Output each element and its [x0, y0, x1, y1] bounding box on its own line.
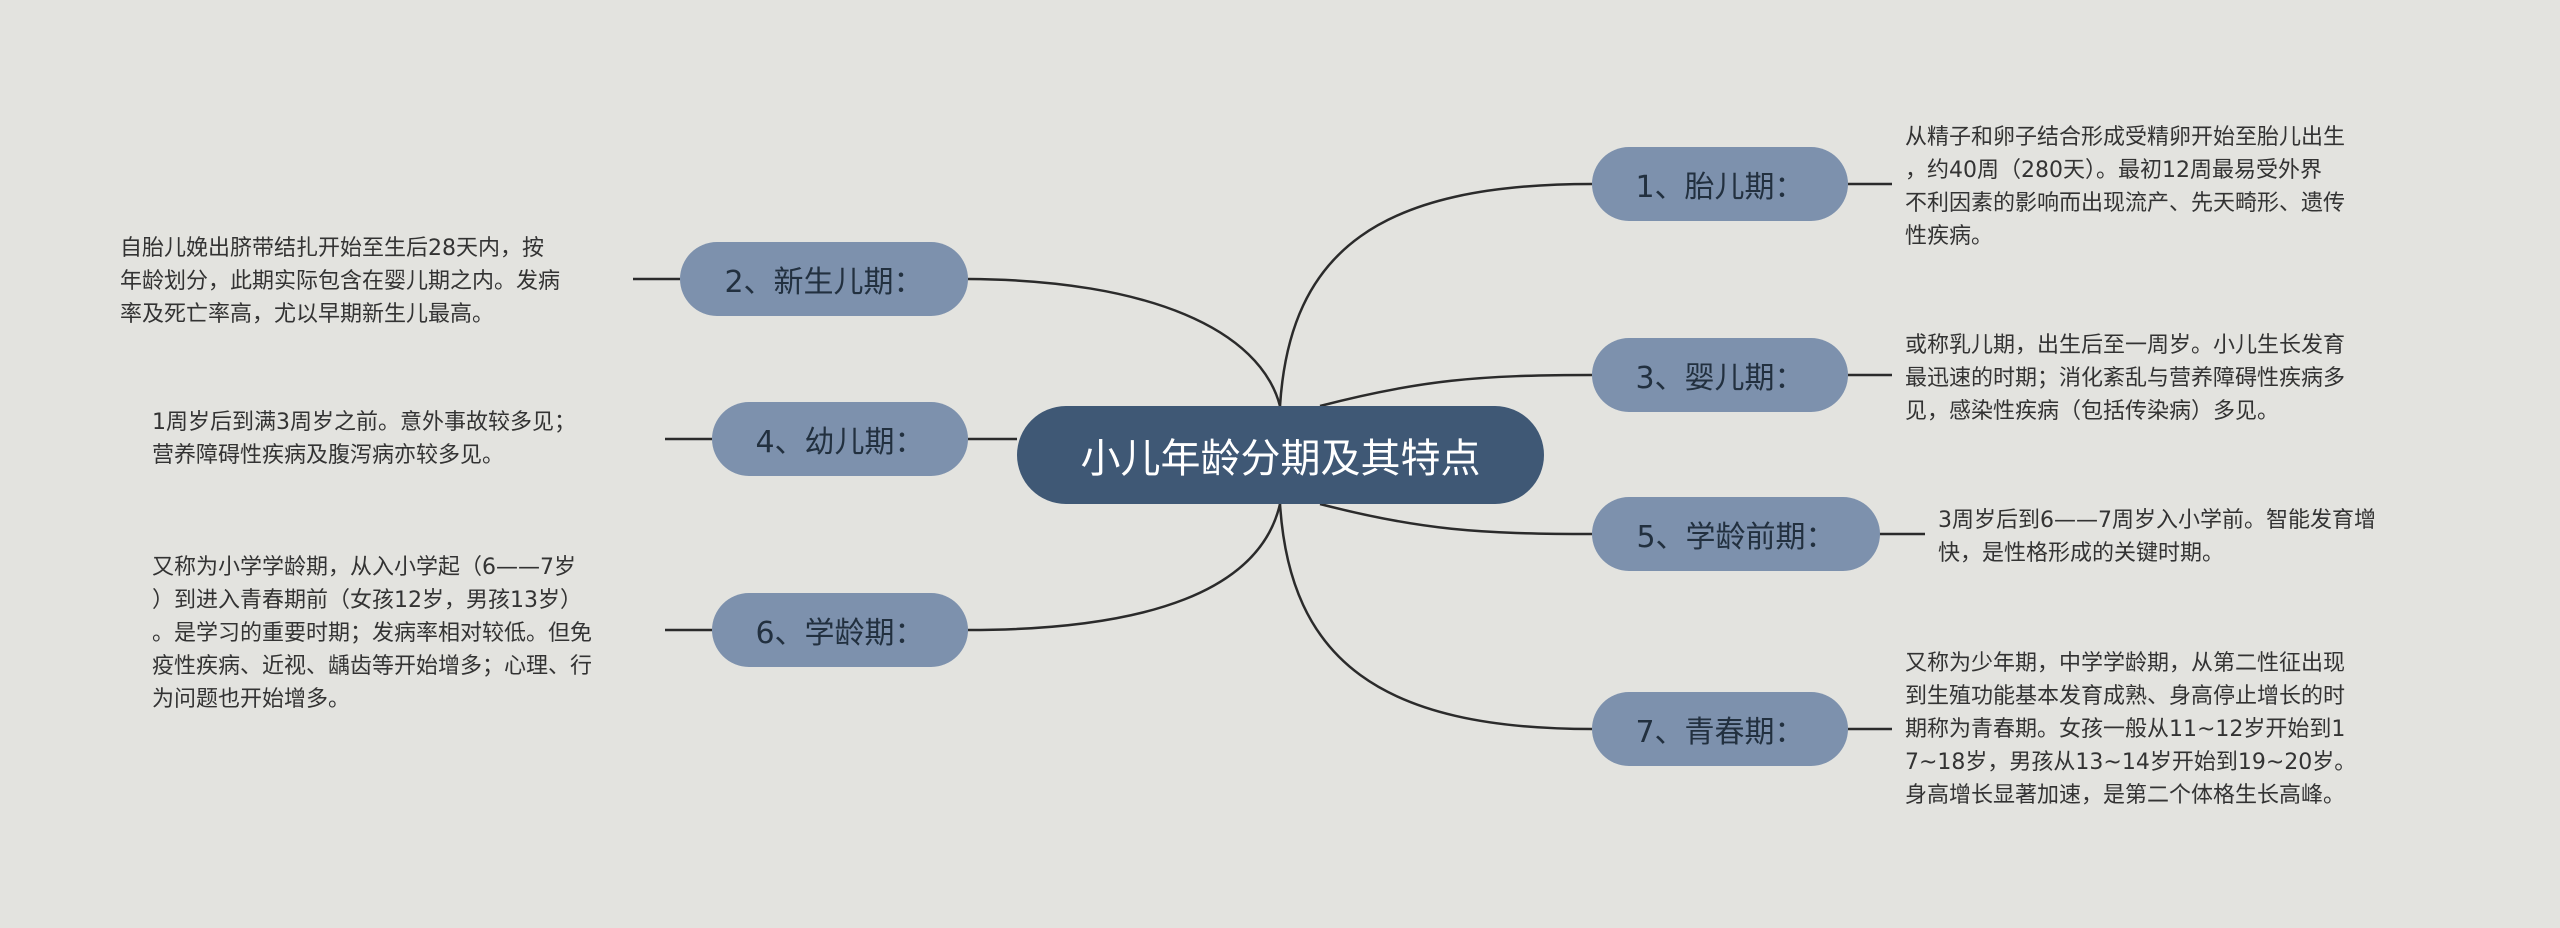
branch-neonatal-period[interactable]: 2、新生儿期：	[680, 242, 968, 316]
central-topic[interactable]: 小儿年龄分期及其特点	[1017, 406, 1544, 504]
description-neonatal-period: 自胎儿娩出脐带结扎开始至生后28天内，按 年龄划分，此期实际包含在婴儿期之内。发…	[120, 236, 561, 327]
description-preschool-period: 3周岁后到6——7周岁入小学前。智能发育增 快，是性格形成的关键时期。	[1938, 508, 2376, 566]
connector-5	[1319, 502, 1593, 536]
branch-adolescence-period[interactable]: 7、青春期：	[1592, 692, 1848, 766]
description-fetal-period: 从精子和卵子结合形成受精卵开始至胎儿出生 ，约40周（280天）。最初12周最易…	[1905, 125, 2346, 249]
description-school-age-period: 又称为小学学龄期，从入小学起（6——7岁 ）到进入青春期前（女孩12岁，男孩13…	[152, 555, 593, 712]
description-adolescence-period: 又称为少年期，中学学龄期，从第二性征出现 到生殖功能基本发育成熟、身高停止增长的…	[1905, 651, 2357, 808]
connector-3	[1319, 373, 1593, 408]
branch-school-age-period[interactable]: 6、学龄期：	[712, 593, 968, 667]
description-toddler-period: 1周岁后到满3周岁之前。意外事故较多见； 营养障碍性疾病及腹泻病亦较多见。	[152, 410, 576, 468]
branch-preschool-period[interactable]: 5、学龄前期：	[1592, 497, 1880, 571]
branch-infancy-period[interactable]: 3、婴儿期：	[1592, 338, 1848, 412]
connector-1	[1278, 182, 1593, 407]
connector-7	[1278, 503, 1593, 731]
branch-toddler-period[interactable]: 4、幼儿期：	[712, 402, 968, 476]
branch-fetal-period[interactable]: 1、胎儿期：	[1592, 147, 1848, 221]
description-infancy-period: 或称乳儿期，出生后至一周岁。小儿生长发育 最迅速的时期；消化紊乱与营养障碍性疾病…	[1905, 333, 2346, 424]
connector-6	[967, 503, 1282, 632]
connector-2	[967, 277, 1282, 407]
